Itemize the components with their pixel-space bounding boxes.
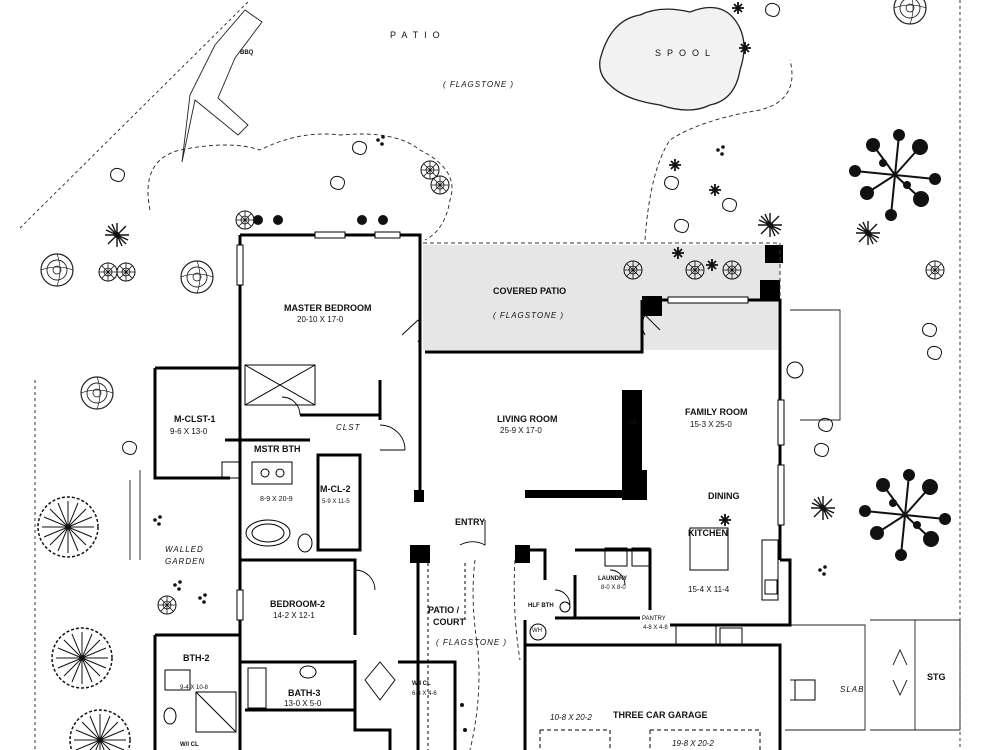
kitchen-dim: 15-4 X 11-4: [688, 585, 730, 594]
wall-blocks: [410, 245, 783, 563]
covered-patio-name: COVERED PATIO: [493, 286, 567, 296]
master-bedroom-name: MASTER BEDROOM: [284, 303, 372, 313]
m-cl-2-name: M-CL-2: [320, 484, 351, 494]
wi-cl-2-name: W/I CL: [180, 742, 199, 748]
patio-court-label-1: PATIO /: [428, 605, 460, 615]
doors: [281, 314, 661, 701]
master-bedroom-dim: 20-10 X 17-0: [297, 315, 344, 324]
covered-patio-edge: [423, 242, 781, 300]
laundry-dim: 8-0 X 8-0: [601, 585, 626, 591]
bath-3-name: BATH-3: [288, 688, 321, 698]
family-room-name: FAMILY ROOM: [685, 407, 748, 417]
pantry-dim: 4-8 X 4-8: [643, 625, 668, 631]
stg-label: STG: [927, 672, 946, 682]
walled-garden-label-1: WALLED: [165, 545, 204, 554]
patio-court-flagstone: ( FLAGSTONE ): [436, 638, 508, 647]
spool-label: SPOOL: [655, 48, 717, 58]
living-room-dim: 25-9 X 17-0: [500, 426, 542, 435]
fireplace-label: FP: [629, 421, 637, 427]
bedroom-2-name: BEDROOM-2: [270, 599, 326, 609]
bth-2-name: BTH-2: [183, 653, 210, 663]
slab-label: SLAB: [840, 685, 865, 694]
m-clst-1-name: M-CLST-1: [174, 414, 216, 424]
windows: [236, 231, 785, 621]
mstr-bth-name: MSTR BTH: [254, 444, 301, 454]
living-room-name: LIVING ROOM: [497, 414, 558, 424]
dining-label: DINING: [708, 491, 740, 501]
patio-flagstone-label: ( FLAGSTONE ): [443, 80, 515, 89]
entry-label: ENTRY: [455, 517, 486, 527]
landscape-planting: [37, 0, 952, 750]
patio-label: PATIO: [390, 30, 446, 40]
garage-dim-left: 10-8 X 20-2: [550, 713, 592, 722]
family-room-dim: 15-3 X 25-0: [690, 420, 732, 429]
m-clst-1-dim: 9-6 X 13-0: [170, 427, 208, 436]
laundry-name: LAUNDRY: [598, 576, 628, 582]
mstr-bth-dim: 8-9 X 20-9: [260, 496, 293, 503]
wi-cl-name: W/I CL: [412, 681, 431, 687]
pantry-name: PANTRY: [642, 616, 666, 622]
fixtures: [163, 361, 816, 750]
bth-2-dim: 9-4 X 10-8: [180, 685, 209, 691]
half-bath-label: HLF BTH: [528, 603, 554, 609]
kitchen-name: KITCHEN: [688, 528, 728, 538]
covered-patio-sub: ( FLAGSTONE ): [493, 311, 565, 320]
m-cl-2-dim: 5-9 X 11-5: [322, 499, 350, 505]
garage-dim-right: 19-8 X 20-2: [672, 739, 714, 748]
patio-court-label-2: COURT: [433, 617, 465, 627]
bbq-label: BBQ: [240, 50, 254, 56]
water-heater-label: WH: [532, 628, 542, 634]
bedroom-2-dim: 14-2 X 12-1: [273, 611, 315, 620]
bath-3-dim: 13-0 X 5-0: [284, 699, 322, 708]
clst-label: CLST: [336, 423, 361, 432]
wi-cl-dim: 6-3 X 4-6: [412, 691, 437, 697]
walled-garden-label-2: GARDEN: [165, 557, 206, 566]
garage-name: THREE CAR GARAGE: [613, 710, 708, 720]
